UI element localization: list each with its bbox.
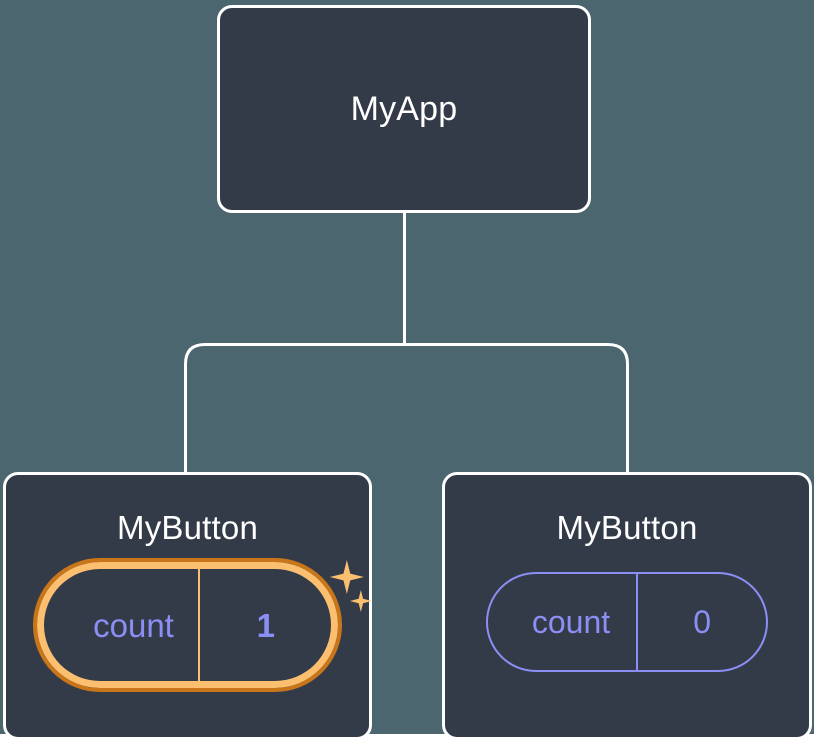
sparkle-icon [329,560,364,594]
node-title: MyButton [117,509,258,546]
state-pill-wrapper-right: count 0 [485,572,769,672]
node-title: MyButton [556,509,698,546]
state-value: 1 [197,568,332,682]
node-mybutton-left[interactable]: MyButton count 1 [3,472,372,740]
state-key: count [93,606,174,644]
node-title: MyApp [350,90,458,128]
sparkle-icon [349,590,372,612]
node-myapp[interactable]: MyApp [217,5,591,213]
sparkle-group [324,560,380,630]
state-key: count [531,604,611,640]
node-mybutton-right[interactable]: MyButton count 0 [442,472,812,740]
state-pill-wrapper-left: count 1 [33,558,372,692]
state-pill-count-highlighted[interactable]: count 1 [33,558,342,692]
state-pill-count[interactable]: count 0 [485,572,769,672]
connector-branch-bar [184,343,629,472]
state-value: 0 [636,574,766,670]
